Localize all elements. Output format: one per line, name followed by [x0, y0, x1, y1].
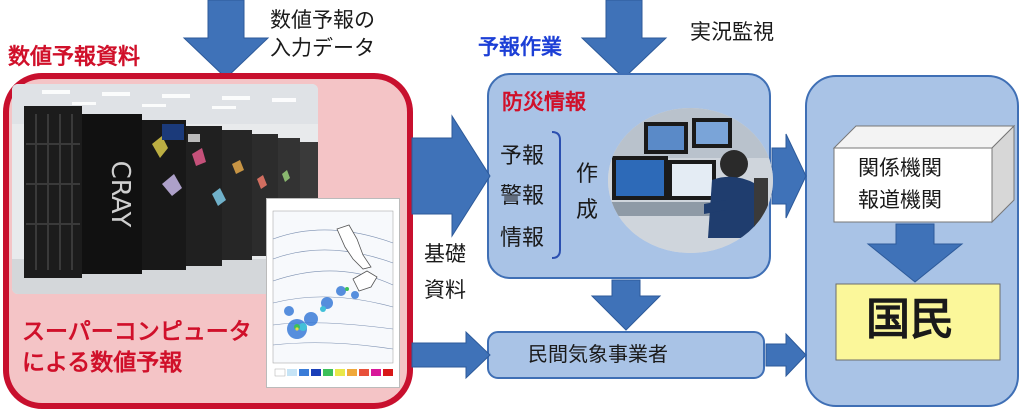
input-data-label-line1: 数値予報の: [270, 8, 375, 32]
basic-material-line2: 資料: [424, 278, 466, 302]
svg-text:CRAY: CRAY: [105, 161, 135, 228]
bracket: [551, 131, 561, 259]
warning-label: 警報: [500, 184, 545, 209]
agencies-box-front: [833, 147, 993, 223]
agencies-label: 関係機関: [858, 156, 942, 180]
nwp-material-title: 数値予報資料: [8, 45, 141, 70]
forecaster-photo: [608, 108, 773, 253]
arrow-nwp-to-forecast: [411, 114, 491, 238]
arrow-forecast-to-private: [590, 279, 662, 331]
forecast-work-title: 予報作業: [478, 35, 562, 59]
media-label: 報道機関: [858, 188, 942, 212]
disaster-info-title: 防災情報: [502, 90, 586, 114]
forecast-label: 予報: [500, 144, 545, 169]
citizens-box: [835, 283, 1001, 361]
arrow-nwp-to-private: [411, 330, 491, 380]
information-label: 情報: [500, 226, 545, 251]
private-weather-label: 民間気象事業者: [528, 342, 668, 366]
arrow-private-to-recipients: [765, 332, 807, 378]
citizens-label: 国民: [866, 294, 954, 345]
supercomputer-caption-line2: による数値予報: [22, 350, 183, 376]
observation-label: 実況監視: [690, 20, 774, 44]
create-label-line1: 作: [576, 162, 599, 187]
weather-map-image: [266, 198, 400, 388]
arrow-agencies-to-citizens: [866, 223, 964, 283]
arrow-input-left: [182, 0, 270, 79]
basic-material-line1: 基礎: [424, 242, 466, 266]
arrow-input-center: [580, 0, 668, 79]
create-label-line2: 成: [576, 198, 599, 223]
supercomputer-caption-line1: スーパーコンピュータ: [22, 319, 252, 345]
agencies-box-top: [832, 125, 1016, 149]
arrow-forecast-to-recipients: [771, 133, 807, 219]
input-data-label-line2: 入力データ: [270, 36, 375, 60]
